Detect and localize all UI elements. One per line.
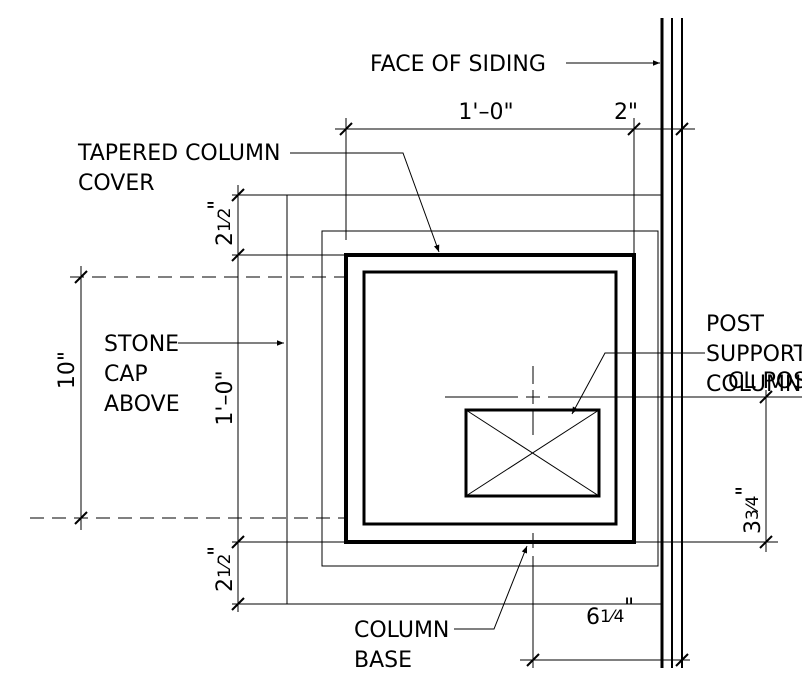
column-base-leader	[454, 545, 528, 630]
bottom-right-dimension-lines	[520, 604, 690, 668]
mid-height-dimension: 1'–0"	[213, 370, 238, 425]
stone-cap-outline	[286, 194, 662, 605]
dashed-extension-lines	[30, 276, 346, 519]
above-label: ABOVE	[104, 392, 180, 417]
bottom-offset-dimension: 2 1⁄2 "	[205, 546, 238, 592]
right-offset-dimension-lines	[634, 390, 778, 552]
post-support-leader	[571, 352, 705, 415]
center-lines	[445, 366, 802, 604]
tapered-column-label: TAPERED COLUMN	[77, 141, 280, 166]
column-base-base-label: BASE	[354, 648, 412, 673]
svg-text:2: 2	[213, 578, 238, 592]
column-base-outline	[344, 253, 636, 544]
column-inner-outline	[362, 270, 618, 526]
mid-vertical-dimension	[231, 185, 346, 612]
right-offset-dimension: 3 3⁄4 "	[733, 486, 766, 534]
cl-post-label: CL POST	[728, 369, 802, 394]
svg-text:": "	[205, 546, 230, 556]
svg-text:3: 3	[741, 520, 766, 534]
svg-text:1⁄4: 1⁄4	[600, 607, 624, 627]
post-label: POST	[706, 312, 765, 337]
column-base-column-label: COLUMN	[354, 618, 449, 643]
left-height-dimension: 10"	[55, 351, 80, 389]
face-of-siding-label: FACE OF SIDING	[370, 52, 546, 77]
left-dimension-10	[74, 266, 88, 530]
top-dimension	[335, 118, 695, 255]
column-label: COLUMN	[706, 372, 801, 397]
cap-label: CAP	[104, 362, 148, 387]
svg-text:": "	[205, 200, 230, 210]
svg-text:": "	[733, 486, 758, 496]
svg-text:1⁄2: 1⁄2	[215, 554, 235, 578]
svg-text:1⁄2: 1⁄2	[215, 208, 235, 232]
tapered-cover-label: COVER	[78, 171, 155, 196]
svg-text:6: 6	[586, 605, 600, 630]
tapered-column-leader	[290, 152, 440, 253]
top-offset-dimension: 2 1⁄2 "	[205, 200, 238, 246]
bottom-right-dimension: 6 1⁄4 "	[586, 595, 634, 630]
svg-text:": "	[624, 595, 634, 620]
top-gap-dimension: 2"	[614, 100, 638, 125]
svg-text:3⁄4: 3⁄4	[743, 496, 763, 520]
stone-label: STONE	[104, 332, 179, 357]
support-label: SUPPORT	[706, 342, 802, 367]
svg-text:2: 2	[213, 232, 238, 246]
siding-wall	[660, 18, 683, 668]
tapered-column-cover-outline	[321, 230, 659, 567]
top-width-dimension: 1'–0"	[458, 100, 513, 125]
